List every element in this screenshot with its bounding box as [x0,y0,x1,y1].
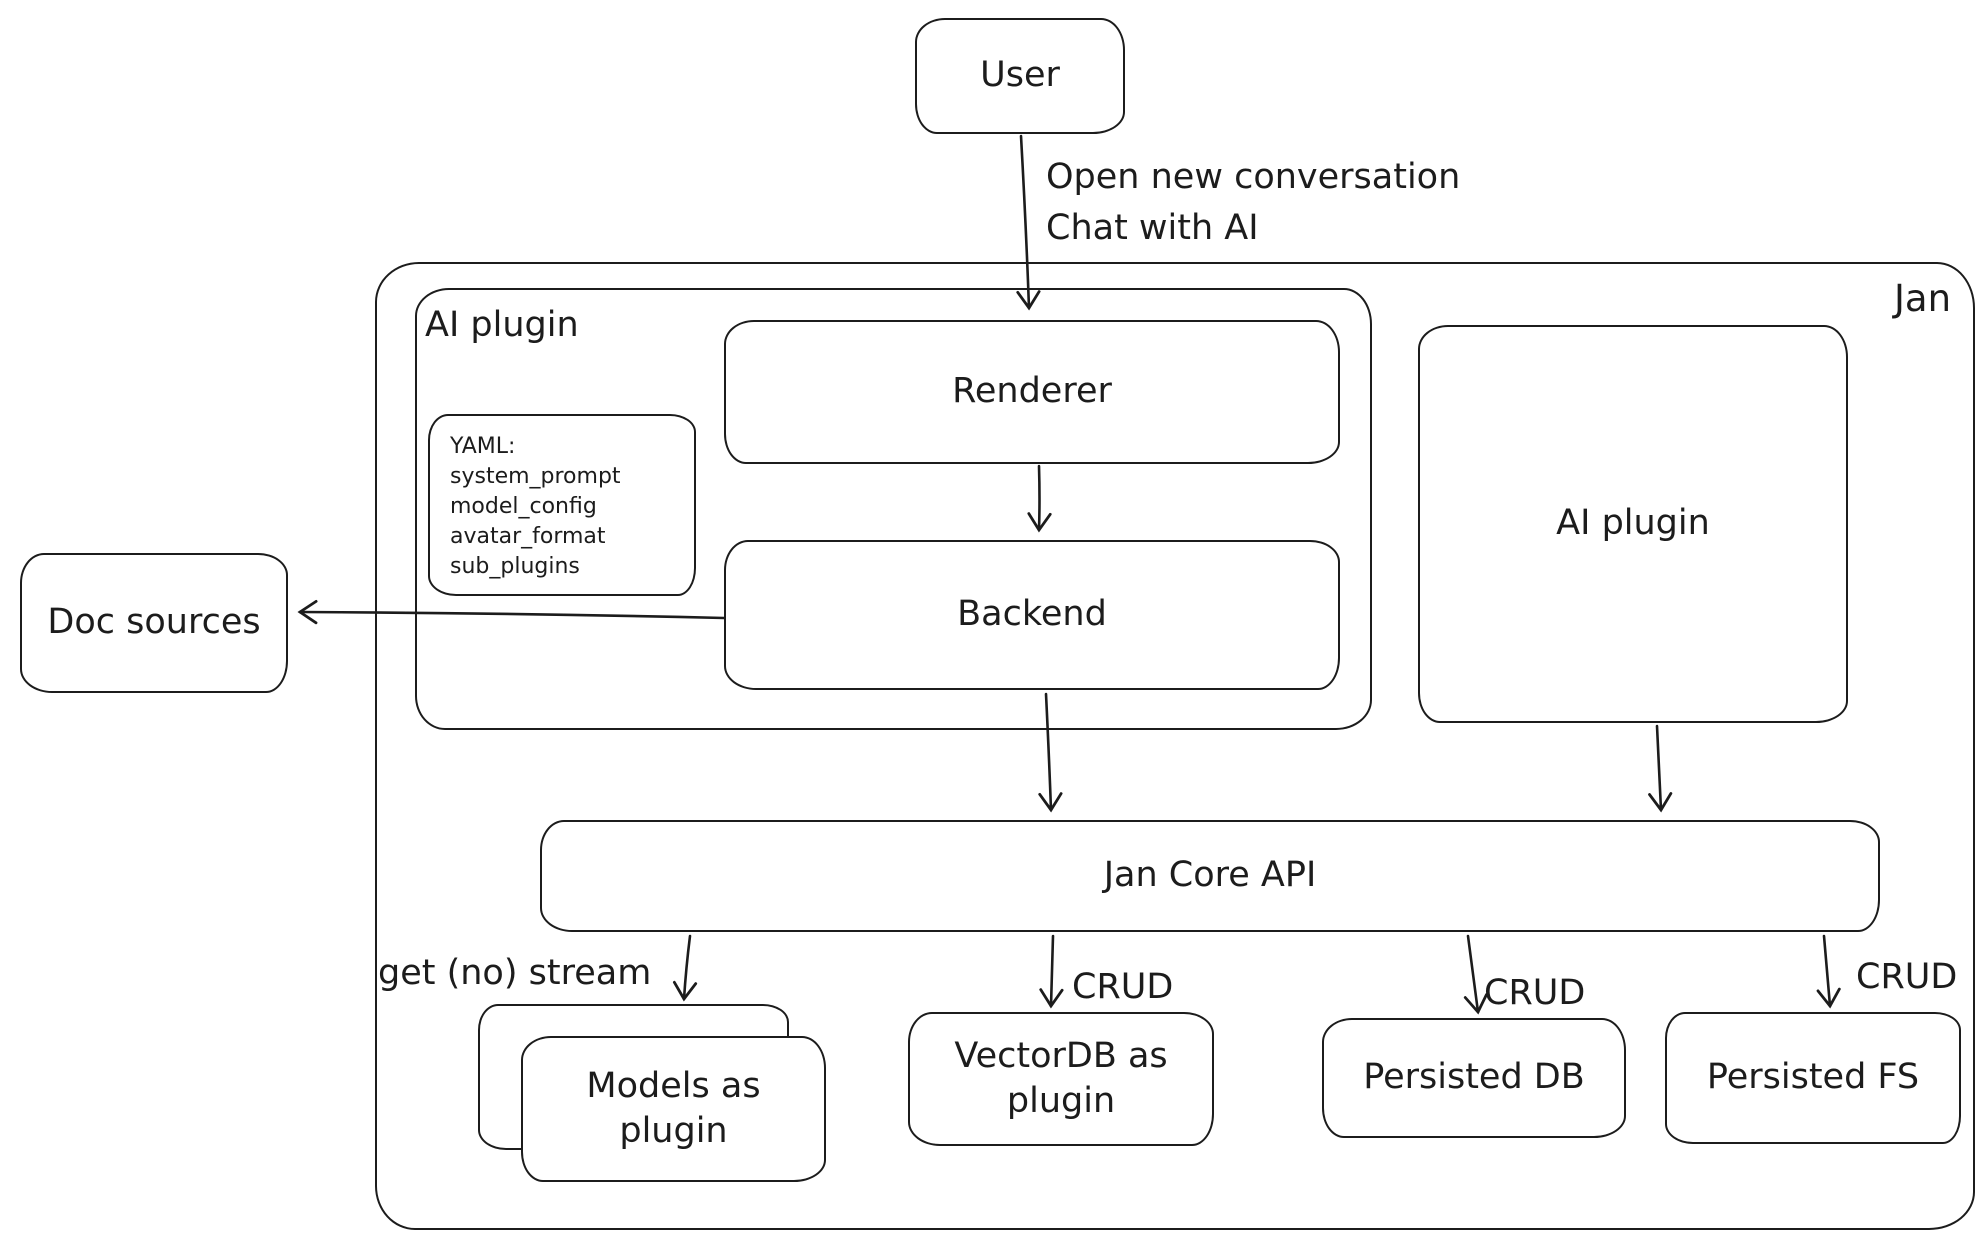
backend-label: Backend [957,594,1107,635]
yaml-note-line: model_config [450,493,597,519]
edge-label-crud-persisted-db: CRUD [1484,973,1586,1013]
renderer-node: Renderer [724,320,1340,464]
persisted-db-label: Persisted DB [1363,1057,1585,1098]
ai-plugin-group-label: AI plugin [425,305,579,345]
yaml-note-lines: YAML: system_prompt model_config avatar_… [450,432,621,582]
ai-plugin-node: AI plugin [1418,325,1848,723]
persisted-db-node: Persisted DB [1322,1018,1626,1138]
doc-sources-label: Doc sources [47,602,261,643]
renderer-label: Renderer [952,371,1112,412]
jan-core-api-label: Jan Core API [1103,855,1317,896]
yaml-note: YAML: system_prompt model_config avatar_… [428,414,696,596]
edge-label-crud-persisted-fs: CRUD [1856,957,1958,997]
jan-label: Jan [1894,277,1952,320]
backend-node: Backend [724,540,1340,690]
yaml-note-line: system_prompt [450,463,621,489]
vectordb-node: VectorDB as plugin [908,1012,1214,1146]
persisted-fs-node: Persisted FS [1665,1012,1961,1144]
yaml-note-line: YAML: [450,434,516,459]
edge-label-crud-vectordb: CRUD [1072,967,1174,1007]
vectordb-label: VectorDB as plugin [954,1035,1168,1122]
user-node: User [915,18,1125,134]
doc-sources-node: Doc sources [20,553,288,693]
persisted-fs-label: Persisted FS [1706,1057,1920,1098]
yaml-note-line: sub_plugins [450,553,580,579]
models-as-plugin-node: Models as plugin [521,1036,826,1182]
models-as-plugin-label: Models as plugin [586,1065,761,1152]
edge-label-get-no-stream: get (no) stream [378,953,652,993]
ai-plugin-label: AI plugin [1556,503,1710,544]
user-label: User [980,55,1060,96]
edge-label-open-conversation: Open new conversation Chat with AI [1046,157,1461,248]
jan-core-api-node: Jan Core API [540,820,1880,932]
yaml-note-line: avatar_format [450,523,606,549]
